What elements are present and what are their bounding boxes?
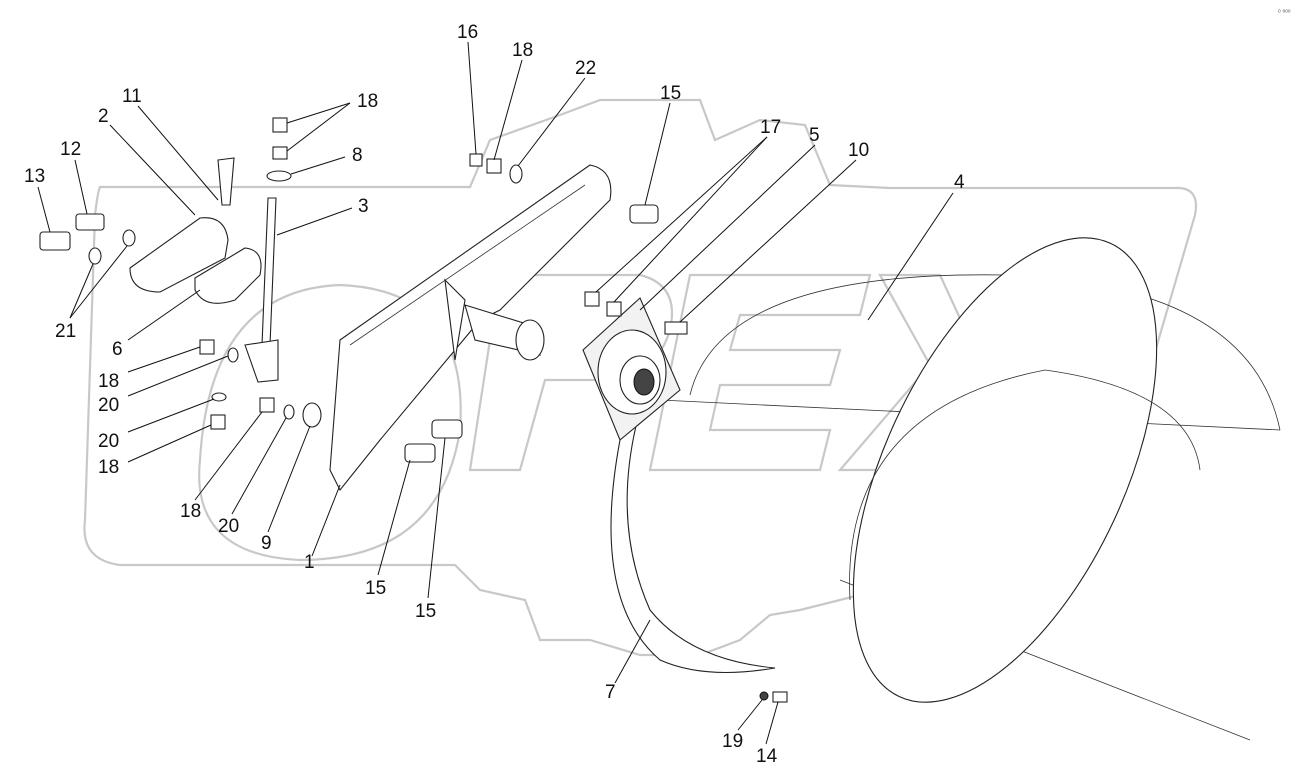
callout-18: 18 bbox=[98, 371, 119, 392]
callout-15: 15 bbox=[660, 83, 681, 104]
nut-18e bbox=[259, 397, 275, 413]
nut-18b bbox=[272, 146, 288, 160]
callout-15: 15 bbox=[415, 601, 436, 622]
bolt-15b bbox=[404, 443, 436, 463]
washer-20a bbox=[227, 347, 239, 363]
leader-lines bbox=[37, 41, 954, 745]
callout-19: 19 bbox=[722, 731, 743, 752]
nut-16 bbox=[469, 153, 483, 167]
callout-17: 17 bbox=[760, 117, 781, 138]
callout-16: 16 bbox=[457, 22, 478, 43]
washer-8 bbox=[266, 170, 292, 182]
callout-21: 21 bbox=[55, 321, 76, 342]
washer-22 bbox=[509, 164, 523, 184]
callout-20: 20 bbox=[98, 395, 119, 416]
adjust-rod bbox=[261, 197, 277, 346]
bearing-housing bbox=[582, 297, 681, 441]
parts bbox=[129, 157, 1281, 741]
callout-8: 8 bbox=[352, 145, 363, 166]
callout-9: 9 bbox=[261, 533, 272, 554]
bolt-15a bbox=[431, 419, 463, 439]
washer-21b bbox=[122, 229, 136, 247]
bolt-15-top bbox=[629, 204, 659, 224]
callout-22: 22 bbox=[575, 58, 596, 79]
nut-18c bbox=[199, 339, 215, 355]
bolt-13 bbox=[39, 231, 71, 251]
callout-20: 20 bbox=[98, 431, 119, 452]
callout-3: 3 bbox=[358, 196, 369, 217]
bracket-plate-2 bbox=[129, 217, 229, 293]
nut-18-top bbox=[486, 158, 502, 174]
bolt-10 bbox=[664, 321, 688, 335]
tine-blade bbox=[610, 409, 776, 674]
callout-12: 12 bbox=[60, 139, 81, 160]
washer-20c bbox=[283, 404, 295, 420]
nut-18d bbox=[210, 414, 226, 430]
callout-11: 11 bbox=[122, 86, 142, 107]
callout-18: 18 bbox=[180, 501, 201, 522]
callout-18: 18 bbox=[98, 457, 119, 478]
callout-14: 14 bbox=[756, 746, 778, 767]
sleeve-tube bbox=[444, 278, 545, 361]
washer-20b bbox=[211, 392, 227, 402]
nut-17a bbox=[584, 291, 600, 307]
callout-10: 10 bbox=[848, 140, 869, 161]
callout-labels: 16 18 22 15 17 5 10 4 11 2 18 8 12 13 3 … bbox=[24, 22, 965, 767]
rod-bracket bbox=[244, 339, 279, 383]
bolt-14 bbox=[772, 691, 788, 703]
callout-13: 13 bbox=[24, 166, 45, 187]
callout-1: 1 bbox=[304, 552, 315, 573]
nut-18a bbox=[272, 117, 288, 133]
bolt-11 bbox=[217, 157, 235, 206]
main-arm bbox=[329, 164, 612, 492]
callout-5: 5 bbox=[809, 125, 820, 146]
callout-20: 20 bbox=[218, 516, 239, 537]
corner-mark: ᵒ ᵒᵒᵒ bbox=[1278, 9, 1291, 16]
callout-4: 4 bbox=[954, 172, 965, 193]
rotor-shaft bbox=[659, 237, 1281, 741]
callout-15: 15 bbox=[365, 578, 386, 599]
nut-17b bbox=[606, 301, 622, 317]
callout-6: 6 bbox=[112, 339, 123, 360]
washer-21a bbox=[88, 247, 102, 265]
washer-19 bbox=[759, 691, 769, 701]
bolt-12 bbox=[75, 213, 105, 231]
bracket-plate-6 bbox=[194, 247, 262, 304]
callout-18: 18 bbox=[512, 40, 533, 61]
callout-7: 7 bbox=[605, 682, 616, 703]
callout-2: 2 bbox=[98, 106, 109, 127]
callout-18: 18 bbox=[357, 91, 378, 112]
fasteners bbox=[39, 117, 788, 703]
washer-9 bbox=[302, 402, 322, 428]
